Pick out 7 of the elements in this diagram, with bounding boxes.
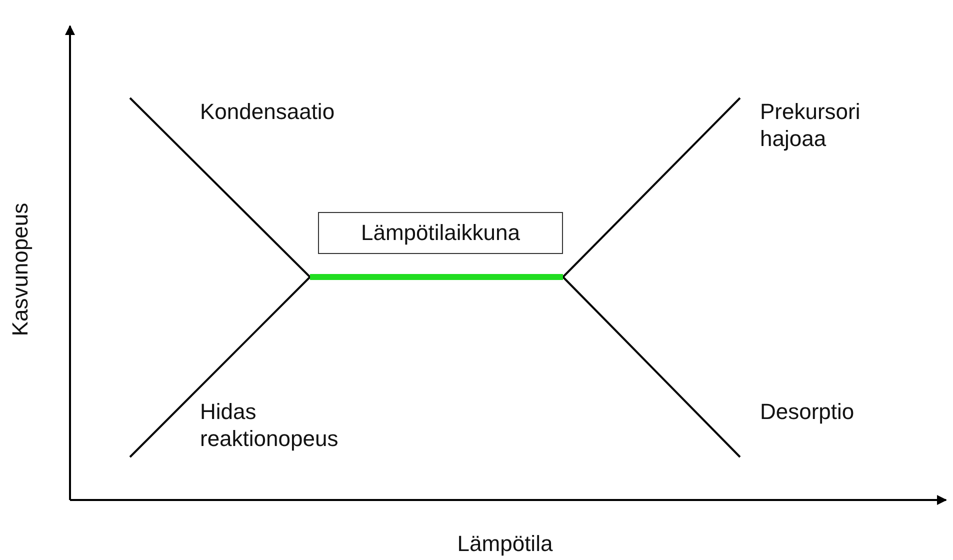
region-label: Prekursori hajoaa: [760, 98, 862, 152]
region-label: Hidas reaktionopeus: [200, 398, 340, 452]
region-label: Desorptio: [760, 398, 854, 425]
axis-title: Kasvunopeus: [6, 202, 34, 338]
window-label-box: Lämpötilaikkuna: [318, 212, 563, 254]
axis-title: Lämpötila: [456, 530, 554, 557]
region-label: Kondensaatio: [200, 98, 335, 125]
